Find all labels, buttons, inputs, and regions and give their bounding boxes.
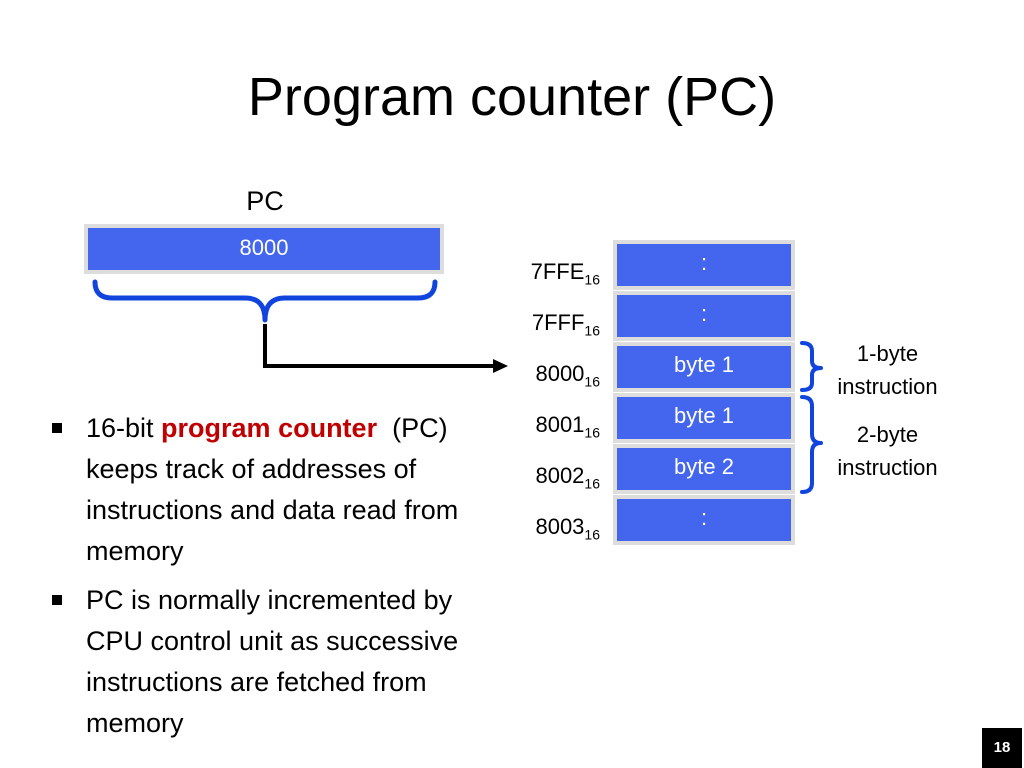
slide-title: Program counter (PC)	[247, 67, 777, 127]
square-bullet-icon	[52, 423, 62, 433]
one-byte-instruction-brace	[800, 341, 823, 392]
square-bullet-icon	[52, 595, 62, 605]
pc-pointer-line	[263, 324, 496, 368]
slide-number: 18	[982, 728, 1022, 768]
pc-curly-brace	[92, 279, 438, 323]
pc-label: PC	[246, 186, 284, 216]
memory-cell-8001: byte 1	[613, 393, 795, 443]
two-byte-instruction-label: 2-byte instruction	[837, 422, 938, 480]
program-counter-highlight: program counter	[161, 413, 378, 443]
memory-cell-8002: byte 2	[613, 444, 795, 494]
pc-register-box: 8000	[84, 224, 444, 274]
memory-cell-7fff: :	[613, 291, 795, 341]
bullet-item: 16-bit program counter (PC) keeps track …	[48, 408, 498, 572]
memory-cell-8000: byte 1	[613, 342, 795, 392]
memory-address-8001: 800116	[535, 412, 600, 441]
memory-address-8002: 800216	[535, 463, 600, 492]
memory-cell-7ffe: :	[613, 240, 795, 290]
memory-address-8000: 800016	[535, 361, 600, 390]
memory-address-7ffe: 7FFE16	[530, 259, 600, 288]
memory-cell-8003: :	[613, 495, 795, 545]
memory-address-7fff: 7FFF16	[531, 310, 600, 339]
one-byte-instruction-label: 1-byte instruction	[837, 341, 938, 399]
pc-pointer-arrowhead	[493, 359, 508, 373]
two-byte-instruction-brace	[800, 395, 823, 494]
bullet-item: PC is normally incremented by CPU contro…	[48, 580, 498, 744]
bullet-list: 16-bit program counter (PC) keeps track …	[48, 408, 498, 752]
memory-address-8003: 800316	[535, 514, 600, 543]
pc-register-value: 8000	[239, 235, 289, 260]
